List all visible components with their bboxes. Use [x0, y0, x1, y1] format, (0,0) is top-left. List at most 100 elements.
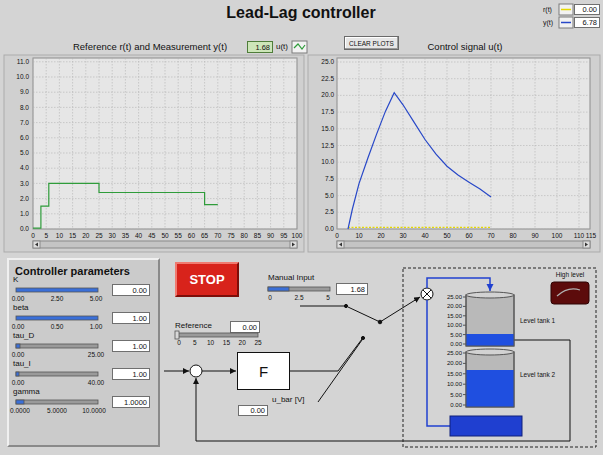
grid-line	[337, 162, 590, 163]
axis-tick: 30	[109, 232, 116, 239]
axis-tick: 80	[241, 232, 248, 239]
tank-text: Level tank 1	[520, 317, 555, 324]
slider-tick: 2.50	[51, 295, 64, 302]
axis-tick: 10	[355, 232, 362, 239]
chart-frame-part	[337, 241, 590, 248]
grid-line	[513, 58, 514, 229]
axis-tick: 4.0	[20, 165, 29, 172]
tank-scale: 25.00	[447, 350, 462, 357]
axis-tick: 17.5	[321, 109, 334, 116]
junction-symbol-part	[423, 290, 431, 298]
grid-line	[270, 58, 271, 229]
slider-track-part	[268, 287, 289, 291]
numeric-control: 0.00	[112, 284, 150, 296]
axis-tick: 80	[509, 232, 516, 239]
grid-line	[257, 58, 258, 229]
axis-tick: 15	[69, 232, 76, 239]
legend-value-text: 0.00	[582, 5, 597, 14]
slider-label: Manual Input	[268, 274, 314, 283]
plot-traces	[33, 58, 590, 229]
axis-tick: 65	[201, 232, 208, 239]
legend-value-text: 6.78	[582, 18, 597, 27]
block-diagram-wire-part	[202, 371, 236, 372]
parameter-panel-text: Controller parameters	[15, 265, 130, 277]
axis-tick: 25.0	[321, 58, 334, 65]
legend-value: 0.00	[574, 4, 600, 15]
water-pipe-part	[427, 278, 490, 291]
grid-line	[217, 58, 218, 229]
slider-tick: 5	[326, 294, 330, 301]
numeric-control: 0.00	[230, 321, 260, 333]
numeric-control: 1.00	[112, 312, 150, 324]
axis-tick: 35	[122, 232, 129, 239]
slider-track-part	[268, 287, 330, 291]
axis-tick: 95	[280, 232, 287, 239]
grid-line	[469, 58, 470, 229]
axis-tick: 3.0	[20, 180, 29, 187]
junction-symbol-part	[421, 288, 433, 300]
axis-tick: 5.0	[325, 192, 334, 199]
level-alarm: High level	[548, 270, 592, 306]
grid-line	[33, 198, 297, 199]
slider-label: tau_D	[13, 332, 34, 341]
chart-title: Reference r(t) and Measurement y(t)	[73, 42, 227, 52]
legend-sample-part	[294, 44, 305, 49]
grid-line	[33, 61, 297, 62]
slider-tick: 25	[254, 339, 261, 346]
grid-line	[337, 112, 590, 113]
chart-frame-part	[308, 55, 600, 252]
slider-tick: 5.00	[90, 295, 103, 302]
legend-sample-part	[292, 41, 307, 53]
axis-tick: 2.5	[325, 209, 334, 216]
chart-title: Control signal u(t)	[428, 42, 503, 52]
grid-line	[59, 58, 60, 229]
block-diagram-wire-part	[380, 297, 420, 322]
tank-symbol-part	[466, 292, 514, 298]
legend-sample-part	[559, 17, 573, 28]
junction-symbol-part	[344, 304, 347, 307]
slider-tick: 0.00	[12, 379, 25, 386]
process-boundary	[403, 268, 596, 447]
legend-sample-part	[561, 22, 571, 24]
axis-tick: 60	[465, 232, 472, 239]
legend-entry: u(t)	[276, 43, 288, 52]
tank-symbol-part	[466, 334, 514, 346]
axis-tick: 11.0	[17, 58, 29, 65]
grid-line	[359, 58, 360, 229]
numeric-control: 0.00	[238, 405, 268, 416]
axis-tick: 45	[148, 232, 155, 239]
grid-line	[33, 77, 297, 78]
legend-label: y(t)	[543, 19, 553, 26]
axis-tick: 0.0	[20, 226, 29, 233]
junction-symbol-part	[423, 290, 431, 298]
grid-line	[33, 58, 34, 229]
grid-line	[244, 58, 245, 229]
numeric-indicator: 1.68	[247, 41, 273, 53]
grid-line	[337, 195, 590, 196]
junction-symbol-part	[190, 365, 202, 377]
grid-line	[337, 95, 590, 96]
axis-tick: 10	[56, 232, 63, 239]
control-trace	[348, 93, 491, 229]
axis-tick: 15.0	[321, 125, 334, 132]
slider-tick: 0.00	[12, 323, 25, 330]
axis-tick: 100	[552, 232, 563, 239]
axis-tick: 90	[531, 232, 538, 239]
block-diagram-wire-part	[300, 306, 345, 307]
tank-scale: 20.00	[447, 360, 462, 367]
parameter-panel: Controller parameters0.001.001.001.001.0…	[7, 258, 160, 447]
tank-scale: 15.00	[447, 313, 462, 320]
legend-entry: r(t)	[543, 6, 552, 14]
grid-line	[191, 58, 192, 229]
grid-line	[557, 58, 558, 229]
chart-frame-part	[339, 243, 588, 247]
numeric-control-text: 0.00	[242, 323, 257, 332]
axis-tick: 40	[421, 232, 428, 239]
numeric-control: 1.68	[336, 283, 368, 295]
axis-tick: 70	[214, 232, 221, 239]
tank-scale: 20.00	[447, 303, 462, 310]
numeric-control-text: 0.00	[250, 406, 265, 415]
block-diagram-wire-part	[348, 307, 380, 322]
